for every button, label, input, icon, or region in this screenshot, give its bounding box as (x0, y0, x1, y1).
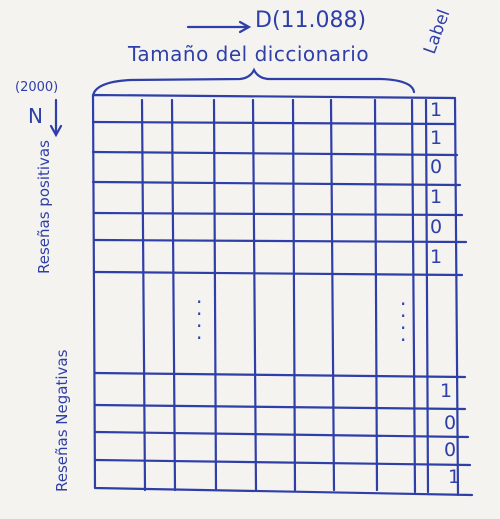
ellipsis-left: . . . . (196, 284, 203, 344)
label-value: 1 (430, 246, 443, 268)
label-value: 1 (430, 127, 443, 149)
dictionary-size-title: Tamaño del diccionario (128, 42, 370, 66)
label-value: 1 (448, 466, 461, 488)
label-value: 0 (444, 412, 457, 434)
ellipsis-right: . . . . (400, 286, 407, 346)
label-value: 1 (430, 186, 443, 208)
dimension-label: D(11.088) (255, 8, 367, 33)
arrow-right-icon (186, 20, 252, 34)
row-symbol: N (28, 104, 43, 128)
label-value: 0 (444, 439, 457, 461)
label-value: 1 (430, 99, 443, 121)
label-value: 1 (440, 380, 453, 402)
label-value: 0 (430, 216, 443, 238)
positive-reviews-label: Reseñas positivas (35, 140, 53, 274)
label-value: 0 (430, 156, 443, 178)
matrix-outline (91, 93, 474, 497)
row-lines-positive (91, 120, 468, 277)
arrow-down-icon (49, 98, 63, 138)
column-lines (140, 98, 430, 494)
column-brace (91, 67, 416, 98)
negative-reviews-label: Reseñas Negativas (53, 349, 71, 492)
row-count-label: (2000) (15, 80, 59, 95)
row-lines-negative (93, 371, 472, 467)
